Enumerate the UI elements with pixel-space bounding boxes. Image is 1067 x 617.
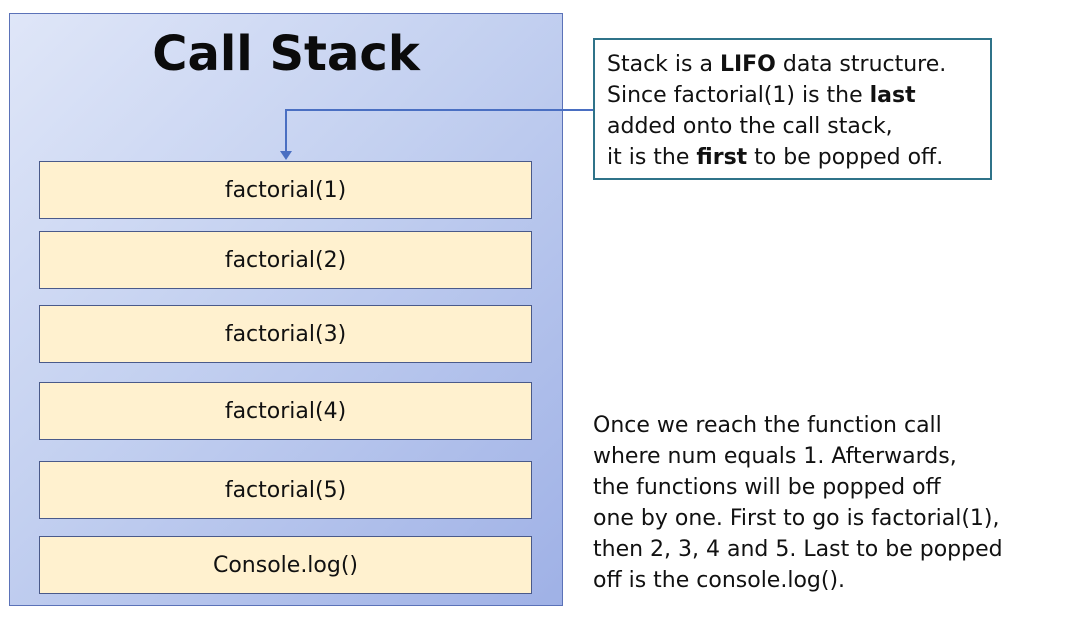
callout-line-4: it is the first to be popped off.: [607, 142, 990, 173]
stack-frame-factorial-1: factorial(1): [39, 161, 532, 219]
lifo-callout-box: Stack is a LIFO data structure. Since fa…: [593, 38, 992, 180]
callout-line-1: Stack is a LIFO data structure.: [607, 49, 990, 80]
note-line: off is the console.log().: [593, 568, 846, 593]
callout-bold-first: first: [696, 145, 748, 170]
stack-frame-factorial-2: factorial(2): [39, 231, 532, 289]
stack-frame-factorial-5: factorial(5): [39, 461, 532, 519]
callout-bold-lifo: LIFO: [719, 52, 776, 77]
callout-bold-last: last: [869, 83, 916, 108]
note-line: where num equals 1. Afterwards,: [593, 444, 957, 469]
call-stack-panel: Call Stack factorial(1) factorial(2) fac…: [9, 13, 563, 606]
callout-line-2: Since factorial(1) is the last: [607, 80, 990, 111]
stack-frame-console-log: Console.log(): [39, 536, 532, 594]
explanation-note: Once we reach the function call where nu…: [593, 410, 1063, 596]
callout-text: Since factorial(1) is the: [607, 83, 870, 108]
stack-frame-factorial-3: factorial(3): [39, 305, 532, 363]
note-line: Once we reach the function call: [593, 413, 942, 438]
callout-text: data structure.: [775, 52, 947, 77]
callout-line-3: added onto the call stack,: [607, 114, 893, 139]
callout-text: to be popped off.: [747, 145, 944, 170]
callout-text: Stack is a: [607, 52, 720, 77]
callout-text: it is the: [607, 145, 697, 170]
note-line: the functions will be popped off: [593, 475, 941, 500]
note-line: one by one. First to go is factorial(1),: [593, 506, 1000, 531]
note-line: then 2, 3, 4 and 5. Last to be popped: [593, 537, 1003, 562]
stack-frame-factorial-4: factorial(4): [39, 382, 532, 440]
call-stack-title: Call Stack: [152, 26, 420, 82]
